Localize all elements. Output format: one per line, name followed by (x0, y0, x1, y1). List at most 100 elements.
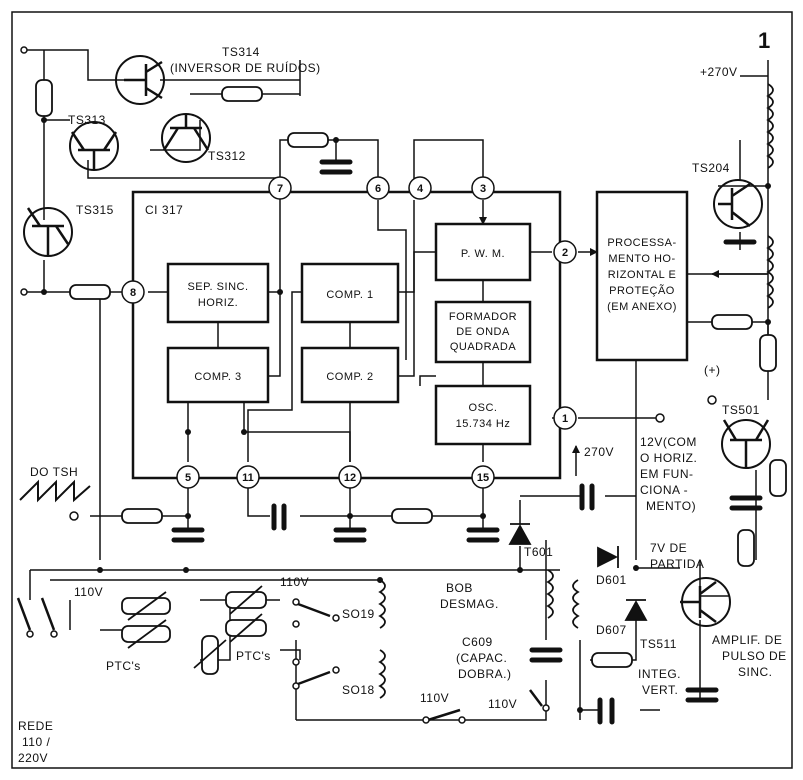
formador-label-2: DE ONDA (456, 326, 510, 338)
diode-d607 (624, 599, 648, 621)
resistor-r6 (759, 334, 777, 372)
transistor-ts314 (115, 55, 165, 105)
transistor-ts204 (713, 179, 763, 229)
resistor-r7 (121, 508, 163, 524)
diodes (508, 523, 648, 621)
coil-so18 (378, 649, 386, 699)
capacitor-c9 (597, 697, 615, 725)
coil-right (766, 235, 774, 309)
resistor-r4 (69, 284, 111, 300)
c609-label-2: (CAPAC. (456, 651, 507, 665)
ptc-label-a: PTC's (106, 659, 141, 673)
switch-110-a (297, 602, 331, 618)
so19-label: SO19 (342, 607, 375, 621)
ts312-label: TS312 (208, 149, 246, 163)
resistor-r3 (287, 132, 329, 148)
v110-label-b: 110V (280, 575, 309, 589)
wiring (24, 49, 769, 721)
v7-note-1: 7V DE (650, 541, 687, 555)
v12-note-3: EM FUN- (640, 467, 694, 481)
v270-mid-label: 270V (584, 445, 614, 459)
integ-label-2: VERT. (642, 683, 678, 697)
v270-top-label: +270V (700, 65, 738, 79)
block-sep-sinc: SEP. SINC. HORIZ. (166, 262, 270, 324)
ts501-label: TS501 (722, 403, 760, 417)
ts313-label: TS313 (68, 113, 106, 127)
capacitor-c7 (729, 495, 763, 511)
capacitors (171, 159, 763, 725)
osc-label-2: 15.734 Hz (456, 418, 511, 430)
v110-label-d: 110V (488, 697, 517, 711)
sep-sinc-label-2: HORIZ. (198, 297, 238, 309)
proc-label-1: PROCESSA- (607, 237, 676, 249)
pin-label-5: 5 (185, 472, 191, 484)
capacitor-c5 (271, 503, 287, 531)
v110-label-c: 110V (420, 691, 449, 705)
v12-note-1: 12V(COM (640, 435, 697, 449)
proc-label-4: PROTEÇÃO (609, 284, 675, 297)
ic-pins: 1 2 3 4 5 6 7 8 11 12 15 (121, 176, 577, 489)
resistor-r8 (391, 508, 433, 524)
block-comp3: COMP. 3 (166, 346, 270, 404)
rede-label-2: 110 / (22, 735, 50, 749)
switch-110-d (529, 689, 543, 707)
c609-label-3: DOBRA.) (458, 667, 512, 681)
resistor-r2 (221, 86, 263, 102)
coil-so19 (378, 579, 386, 629)
transistor-ts315 (23, 207, 73, 257)
proc-label-3: RIZONTAL E (608, 269, 677, 281)
ts204-label: TS204 (692, 161, 730, 175)
capacitor-c3 (333, 527, 367, 543)
block-comp1: COMP. 1 (300, 262, 400, 324)
pin-label-1: 1 (562, 413, 568, 425)
ptc-label-b: PTC's (236, 649, 271, 663)
d601-label: D601 (596, 573, 627, 587)
rede-label-1: REDE (18, 719, 53, 733)
sawtooth-waveform (19, 479, 91, 503)
plus-label: (+) (704, 363, 721, 377)
d607-label: D607 (596, 623, 627, 637)
proc-label-2: MENTO HO- (608, 253, 675, 265)
osc-label-1: OSC. (469, 402, 498, 414)
page-number: 1 (758, 28, 770, 53)
pin-label-7: 7 (277, 183, 283, 195)
v12-note-2: O HORIZ. (640, 451, 697, 465)
transistor-ts313 (69, 121, 119, 171)
ic-name: CI 317 (145, 203, 183, 217)
c609-label-1: C609 (462, 635, 493, 649)
block-pwm: P. W. M. (434, 222, 532, 282)
capacitor-c4 (466, 527, 500, 543)
v7-note-2: PARTIDA (650, 557, 704, 571)
pin-label-12: 12 (344, 472, 356, 484)
capacitor-c2 (171, 527, 205, 543)
capacitor-c8 (529, 647, 563, 663)
bob-label-2: DESMAG. (440, 597, 499, 611)
block-osc: OSC. 15.734 Hz (434, 384, 532, 446)
ts315-label: TS315 (76, 203, 114, 217)
switch-contacts (20, 46, 717, 724)
pin-label-15: 15 (477, 472, 489, 484)
do-tsh-label: DO TSH (30, 465, 78, 479)
rede-label-3: 220V (18, 751, 48, 765)
v12-note-4: CIONA - (640, 483, 688, 497)
switch-110-c (427, 708, 461, 722)
comp3-label: COMP. 3 (194, 371, 241, 383)
integ-label-1: INTEG. (638, 667, 681, 681)
switch-110-b (297, 670, 331, 686)
ts314-note: (INVERSOR DE RUÍDOS) (170, 60, 321, 75)
switch-rede-a (16, 597, 32, 631)
diode-d601 (597, 546, 619, 568)
sep-sinc-label-1: SEP. SINC. (187, 281, 248, 293)
pin-label-8: 8 (130, 287, 136, 299)
switches (16, 597, 543, 722)
v12-note-5: MENTO) (646, 499, 696, 513)
v110-label-a: 110V (74, 585, 103, 599)
transistor-ts501 (721, 419, 771, 469)
coils (378, 83, 774, 699)
block-formador: FORMADOR DE ONDA QUADRADA (434, 300, 532, 364)
amplif-label-1: AMPLIF. DE (712, 633, 782, 647)
coil-t601-b (572, 579, 580, 629)
diagram-frame (11, 11, 793, 769)
resistors (35, 79, 787, 668)
